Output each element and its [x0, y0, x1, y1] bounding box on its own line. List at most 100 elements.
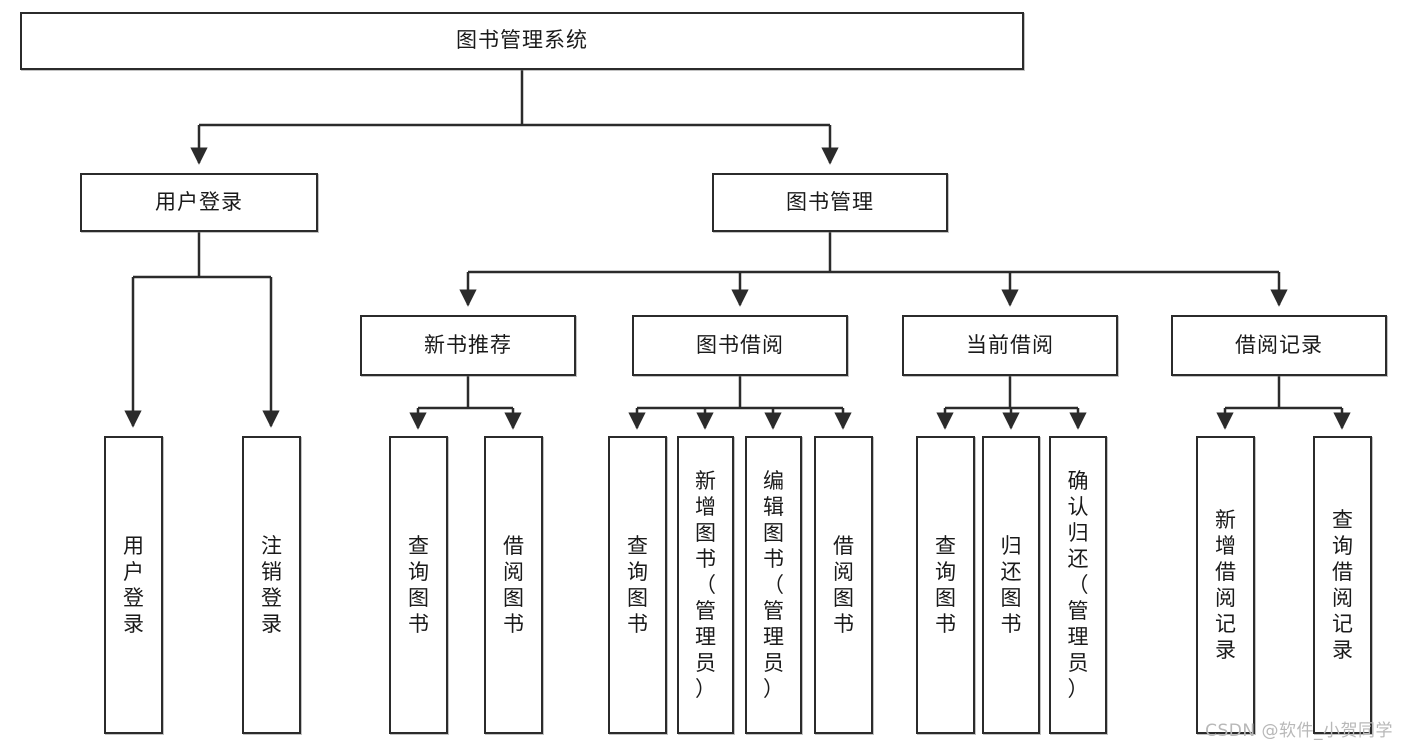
- node-user-login[interactable]: 用户登录: [80, 173, 318, 232]
- leaf-add-borrow-record[interactable]: 新增借阅记录: [1196, 436, 1255, 734]
- leaf-label-char: （: [695, 573, 716, 598]
- leaf-label-char: 图: [408, 586, 429, 611]
- leaf-label-char: 辑: [763, 495, 784, 520]
- leaf-label-char: 借: [1215, 560, 1236, 585]
- leaf-label-char: 查: [627, 534, 648, 558]
- leaf-label-char: 查: [935, 534, 956, 558]
- leaf-label-char: 增: [695, 495, 716, 520]
- leaf-label-char: 录: [1215, 638, 1236, 663]
- leaf-label-char: 书: [763, 547, 784, 572]
- leaf-label-char: （: [1067, 573, 1089, 598]
- node-label: 新书推荐: [424, 332, 512, 357]
- leaf-label: 查询图书: [391, 533, 446, 637]
- leaf-label: 编辑图书（管理员）: [747, 468, 800, 702]
- leaf-label-char: 查: [1332, 508, 1353, 532]
- leaf-label-char: ）: [763, 677, 784, 702]
- leaf-label-char: 理: [763, 625, 784, 650]
- leaf-return-book[interactable]: 归还图书: [982, 436, 1040, 734]
- leaf-label-char: 销: [261, 560, 282, 585]
- node-new-book-recommend[interactable]: 新书推荐: [360, 315, 576, 376]
- leaf-label-char: 登: [261, 586, 282, 611]
- node-borrow-record[interactable]: 借阅记录: [1171, 315, 1387, 376]
- leaf-label-char: 图: [935, 586, 956, 611]
- leaf-label-char: 用: [123, 534, 144, 558]
- node-label: 图书借阅: [696, 332, 784, 357]
- leaf-label-char: 借: [1332, 560, 1353, 585]
- leaf-label-char: 归: [1067, 521, 1089, 546]
- leaf-label: 查询借阅记录: [1315, 507, 1370, 663]
- leaf-label-char: 借: [833, 534, 854, 558]
- leaf-label-char: 还: [1000, 560, 1022, 585]
- leaf-label-char: 理: [1067, 625, 1089, 650]
- leaf-confirm-return-admin[interactable]: 确认归还（管理员）: [1049, 436, 1107, 734]
- leaf-label-char: 书: [833, 612, 854, 637]
- leaf-label: 查询图书: [610, 533, 665, 637]
- leaf-label-char: 户: [123, 560, 144, 585]
- leaf-label-char: ）: [695, 677, 716, 702]
- leaf-label: 借阅图书: [816, 533, 871, 637]
- leaf-label-char: 书: [695, 547, 716, 572]
- leaf-label-char: 理: [695, 625, 716, 650]
- leaf-label-char: 查: [408, 534, 429, 558]
- leaf-label: 注销登录: [244, 533, 299, 637]
- node-label: 当前借阅: [966, 332, 1054, 357]
- leaf-user-login[interactable]: 用户登录: [104, 436, 163, 734]
- leaf-edit-book-admin[interactable]: 编辑图书（管理员）: [745, 436, 802, 734]
- leaf-label-char: 员: [1067, 651, 1089, 676]
- node-book-management[interactable]: 图书管理: [712, 173, 948, 232]
- leaf-label-char: 记: [1332, 612, 1353, 637]
- leaf-label-char: 管: [695, 599, 716, 624]
- leaf-label-char: 归: [1000, 534, 1022, 558]
- leaf-label-char: 书: [627, 612, 648, 637]
- leaf-label: 新增图书（管理员）: [679, 468, 732, 702]
- leaf-label-char: 图: [503, 586, 524, 611]
- leaf-label-char: 增: [1215, 534, 1236, 559]
- leaf-label-char: 阅: [1332, 586, 1353, 611]
- leaf-label-char: 管: [763, 599, 784, 624]
- node-label: 用户登录: [155, 189, 243, 214]
- leaf-label-char: 录: [123, 612, 144, 637]
- leaf-label-char: 询: [935, 560, 956, 585]
- leaf-query-borrow-record[interactable]: 查询借阅记录: [1313, 436, 1372, 734]
- leaf-label-char: 员: [763, 651, 784, 676]
- leaf-add-book-admin[interactable]: 新增图书（管理员）: [677, 436, 734, 734]
- node-book-borrow[interactable]: 图书借阅: [632, 315, 848, 376]
- leaf-label: 查询图书: [918, 533, 973, 637]
- leaf-label: 用户登录: [106, 533, 161, 637]
- leaf-label-char: 阅: [503, 560, 524, 585]
- leaf-label-char: 借: [503, 534, 524, 558]
- leaf-label-char: 确: [1067, 469, 1089, 493]
- leaf-label-char: 编: [763, 469, 784, 493]
- leaf-label-char: 图: [1000, 586, 1022, 611]
- leaf-label-char: 图: [627, 586, 648, 611]
- leaf-label-char: ）: [1067, 677, 1089, 702]
- leaf-user-logout[interactable]: 注销登录: [242, 436, 301, 734]
- leaf-borrow-book-recommend[interactable]: 借阅图书: [484, 436, 543, 734]
- leaf-query-book-recommend[interactable]: 查询图书: [389, 436, 448, 734]
- leaf-label-char: 书: [503, 612, 524, 637]
- leaf-label-char: 询: [627, 560, 648, 585]
- node-current-borrow[interactable]: 当前借阅: [902, 315, 1118, 376]
- leaf-borrow-book[interactable]: 借阅图书: [814, 436, 873, 734]
- leaf-query-book-borrow[interactable]: 查询图书: [608, 436, 667, 734]
- leaf-label-char: 录: [261, 612, 282, 637]
- leaf-label: 确认归还（管理员）: [1051, 468, 1105, 702]
- node-label: 图书管理系统: [456, 28, 588, 53]
- leaf-label-char: 询: [408, 560, 429, 585]
- leaf-label-char: 记: [1215, 612, 1236, 637]
- leaf-label-char: 注: [261, 534, 282, 558]
- leaf-label-char: 认: [1067, 495, 1089, 520]
- node-label: 借阅记录: [1235, 332, 1323, 357]
- leaf-label-char: 登: [123, 586, 144, 611]
- leaf-label-char: 新: [695, 469, 716, 493]
- leaf-label-char: 新: [1215, 508, 1236, 532]
- leaf-query-book-current[interactable]: 查询图书: [916, 436, 975, 734]
- leaf-label-char: 阅: [1215, 586, 1236, 611]
- leaf-label-char: 管: [1067, 599, 1089, 624]
- node-root-system[interactable]: 图书管理系统: [20, 12, 1024, 70]
- leaf-label-char: 图: [763, 521, 784, 546]
- leaf-label: 归还图书: [984, 533, 1038, 637]
- leaf-label-char: 阅: [833, 560, 854, 585]
- leaf-label-char: 询: [1332, 534, 1353, 559]
